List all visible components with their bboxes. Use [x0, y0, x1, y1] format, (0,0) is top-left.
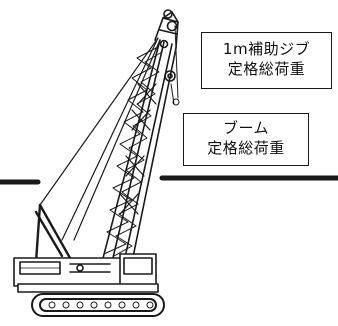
- jib-rated-load-label: 1m補助ジブ 定格総荷重: [201, 32, 332, 89]
- hoist-rope: [170, 25, 180, 106]
- crawler-track: [31, 293, 165, 317]
- boom-lattice: [101, 39, 177, 263]
- upper-works: [13, 253, 159, 293]
- ground-line: [0, 175, 338, 185]
- gantry: [34, 203, 72, 264]
- jib-label-line1: 1m補助ジブ: [222, 40, 311, 58]
- boom-label-line1: ブーム: [222, 119, 270, 137]
- jib-label-line2: 定格総荷重: [227, 60, 306, 78]
- pendant-ropes: [39, 37, 161, 241]
- boom-tip: [154, 9, 179, 82]
- boom-label-line2: 定格総荷重: [207, 139, 285, 157]
- boom-rated-load-label: ブーム 定格総荷重: [183, 113, 309, 166]
